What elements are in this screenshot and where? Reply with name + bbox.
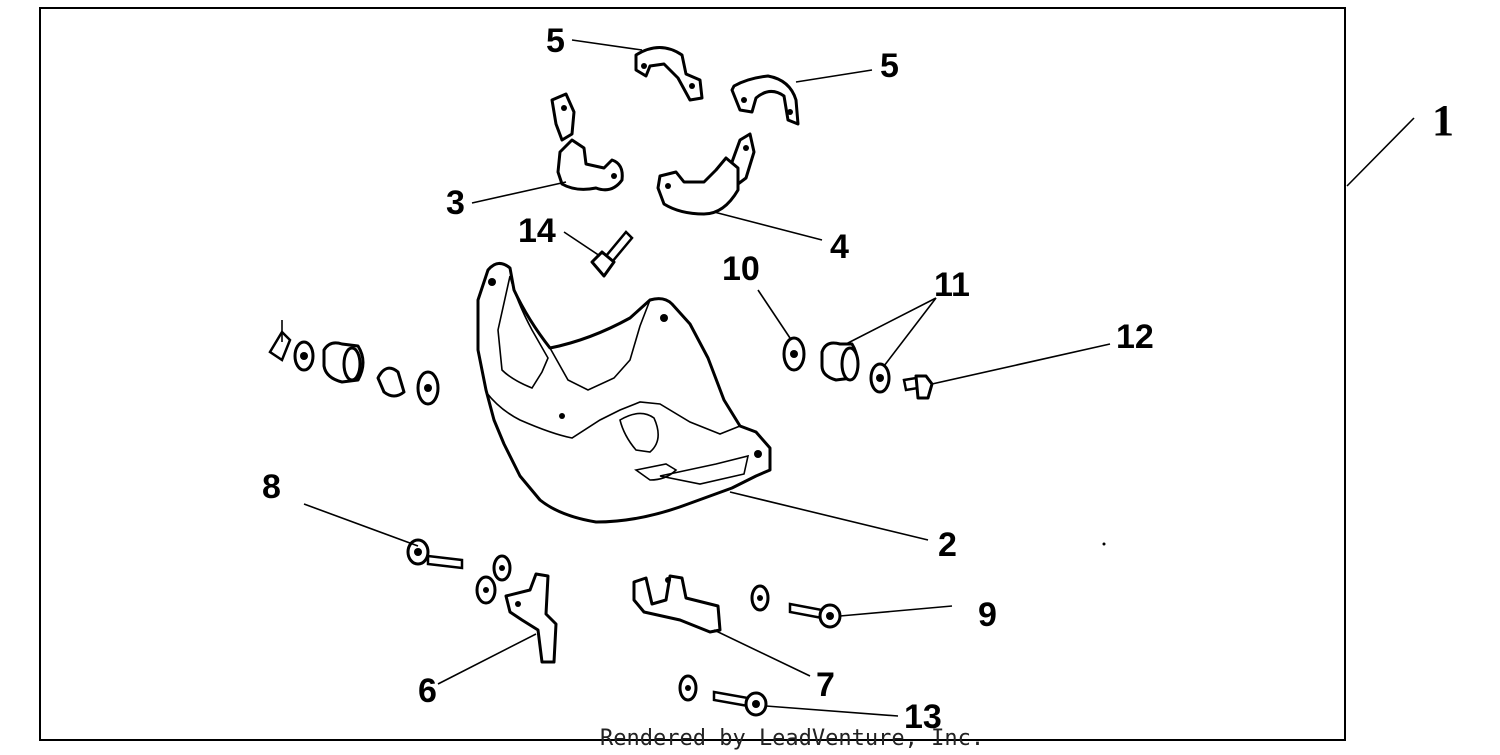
part-3-clamp-bracket[interactable] — [550, 92, 624, 192]
leader-12 — [931, 343, 1111, 385]
callout-13[interactable]: 13 — [904, 698, 942, 736]
callout-5b[interactable]: 5 — [880, 47, 899, 85]
callout-9[interactable]: 9 — [978, 596, 997, 634]
callout-1[interactable]: 1 — [1432, 96, 1454, 145]
leader-7 — [713, 629, 811, 677]
part-13-bolt[interactable] — [678, 674, 768, 717]
leader-11a — [845, 297, 937, 345]
callout-11[interactable]: 11 — [934, 266, 970, 304]
part-5-clamp-left[interactable] — [634, 46, 704, 102]
part-6-bracket[interactable] — [475, 554, 558, 664]
speck-mark — [1102, 542, 1106, 546]
leader-6 — [437, 633, 537, 685]
callout-4[interactable]: 4 — [830, 228, 849, 266]
callout-5a[interactable]: 5 — [546, 22, 565, 60]
leader-10 — [757, 289, 791, 339]
leader-9 — [839, 605, 953, 617]
footer-credit: Rendered by LeadVenture, Inc. — [600, 726, 984, 751]
part-4-clamp-bracket[interactable] — [656, 132, 756, 216]
callout-12[interactable]: 12 — [1116, 318, 1154, 356]
part-2-headlight-cover[interactable] — [476, 262, 772, 524]
leader-8 — [303, 503, 419, 547]
leader-4 — [713, 211, 823, 241]
leader-5a — [571, 39, 643, 51]
leader-2 — [729, 491, 929, 541]
part-8-bolt[interactable] — [406, 538, 464, 570]
leader-5b — [795, 69, 873, 83]
callout-7[interactable]: 7 — [816, 666, 835, 704]
callout-10[interactable]: 10 — [722, 250, 760, 288]
part-12-bolt[interactable] — [902, 374, 934, 400]
callout-14[interactable]: 14 — [518, 212, 556, 250]
part-10-nut[interactable] — [782, 336, 806, 372]
callout-2[interactable]: 2 — [938, 526, 957, 564]
callout-6[interactable]: 6 — [418, 672, 437, 710]
part-5-clamp-right[interactable] — [730, 74, 800, 126]
part-9-bolt[interactable] — [750, 584, 842, 629]
part-7-bracket[interactable] — [632, 574, 722, 634]
callout-3[interactable]: 3 — [446, 184, 465, 222]
leader-1 — [1346, 117, 1415, 187]
part-left-mount-hardware[interactable] — [268, 320, 440, 406]
leader-14 — [563, 231, 601, 257]
leader-3 — [471, 181, 567, 204]
part-11-collar-washer[interactable] — [820, 341, 891, 394]
callout-8[interactable]: 8 — [262, 468, 281, 506]
assembly-frame — [39, 7, 1346, 741]
leader-11b — [883, 297, 937, 367]
leader-13 — [765, 705, 899, 717]
